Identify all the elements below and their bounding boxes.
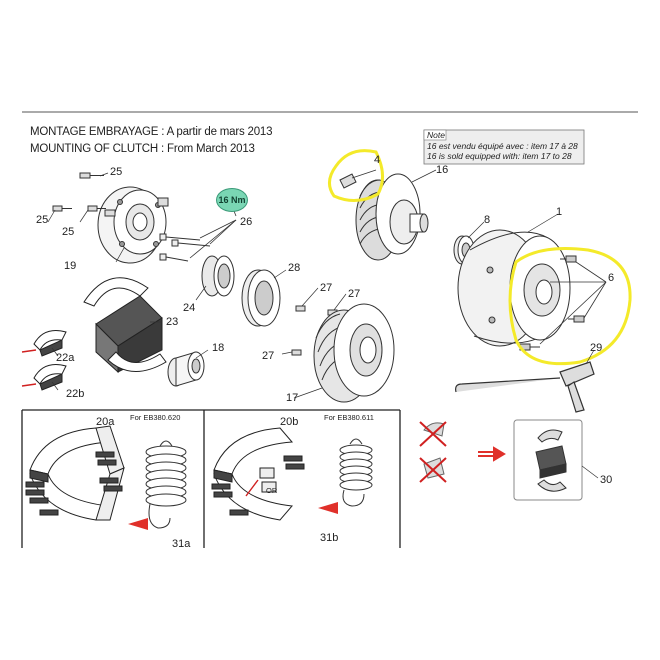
part-22a-spring-shoe [21,330,67,357]
note-tab [423,129,447,141]
label-17: 17 [286,392,299,404]
label-20a: 20a [96,416,115,428]
part-22b-spring-shoe [21,364,67,391]
part-18-bushing [167,351,205,387]
red-replacement-arrow [478,446,506,462]
title-english: MOUNTING OF CLUTCH : From March 2013 [30,143,255,155]
crossed-out-part-icon-bottom [419,457,447,483]
spring-31b [339,438,373,507]
screws-25 [52,172,106,212]
leader-30 [581,465,599,479]
pins-27 [291,305,338,356]
part-4-key [339,173,357,189]
red-arrow-31b [318,502,338,514]
screws-6 [519,255,585,351]
label-25-top: 25 [110,166,123,178]
label-26: 26 [240,216,253,228]
label-8: 8 [484,214,491,226]
panel-20a-clutch [25,425,125,521]
label-23: 23 [166,316,179,328]
variant-label-left: For EB380.620 [130,413,181,422]
note-box [423,129,585,165]
label-27-c: 27 [262,350,275,362]
highlight-item-4 [328,149,384,202]
label-31a: 31a [172,538,191,550]
part-30-kit [535,429,567,492]
torque-badge: 16 Nm [216,188,248,212]
leader-lines [47,169,595,399]
label-16: 16 [436,164,449,176]
label-6: 6 [608,272,615,284]
or-label: OR [266,486,278,495]
leader-lines-26 [189,205,237,259]
note-line-fr: 16 est vendu équipé avec : item 17 à 28 [427,141,578,151]
label-29: 29 [590,342,603,354]
highlight-item-6 [508,247,632,366]
panel-20b-clutch [211,427,305,521]
label-27-a: 27 [320,282,333,294]
part-17-pulley [313,303,395,403]
label-25-left: 25 [36,214,49,226]
label-31b: 31b [320,532,339,544]
label-24: 24 [183,302,196,314]
label-1: 1 [556,206,563,218]
note-title: Note [427,130,445,140]
label-25-mid: 25 [62,226,75,238]
leader-lines-6 [539,261,607,345]
part-29-lever [455,361,595,413]
spring-31a [145,440,187,529]
label-4: 4 [374,154,381,166]
crossed-out-part-icon-top [419,421,447,447]
part-23-shoes [83,277,167,374]
part-28-bearing [241,269,281,327]
label-22a: 22a [56,352,75,364]
part-16-pulley-assembly [355,173,429,261]
note-line-en: 16 is sold equipped with: item 17 to 28 [427,151,572,161]
label-28: 28 [288,262,301,274]
label-18: 18 [212,342,225,354]
label-27-b: 27 [348,288,361,300]
part-19-flange [97,186,169,264]
bolts-26 [159,233,211,262]
label-20b: 20b [280,416,299,428]
title-french: MONTAGE EMBRAYAGE : A partir de mars 201… [30,126,273,138]
label-19: 19 [64,260,77,272]
red-arrow-31a [128,518,148,530]
variant-label-right: For EB380.611 [324,413,374,422]
highlight-markers [328,149,632,366]
label-30: 30 [600,474,613,486]
part-24-bearing-ring [201,255,235,297]
label-22b: 22b [66,388,85,400]
